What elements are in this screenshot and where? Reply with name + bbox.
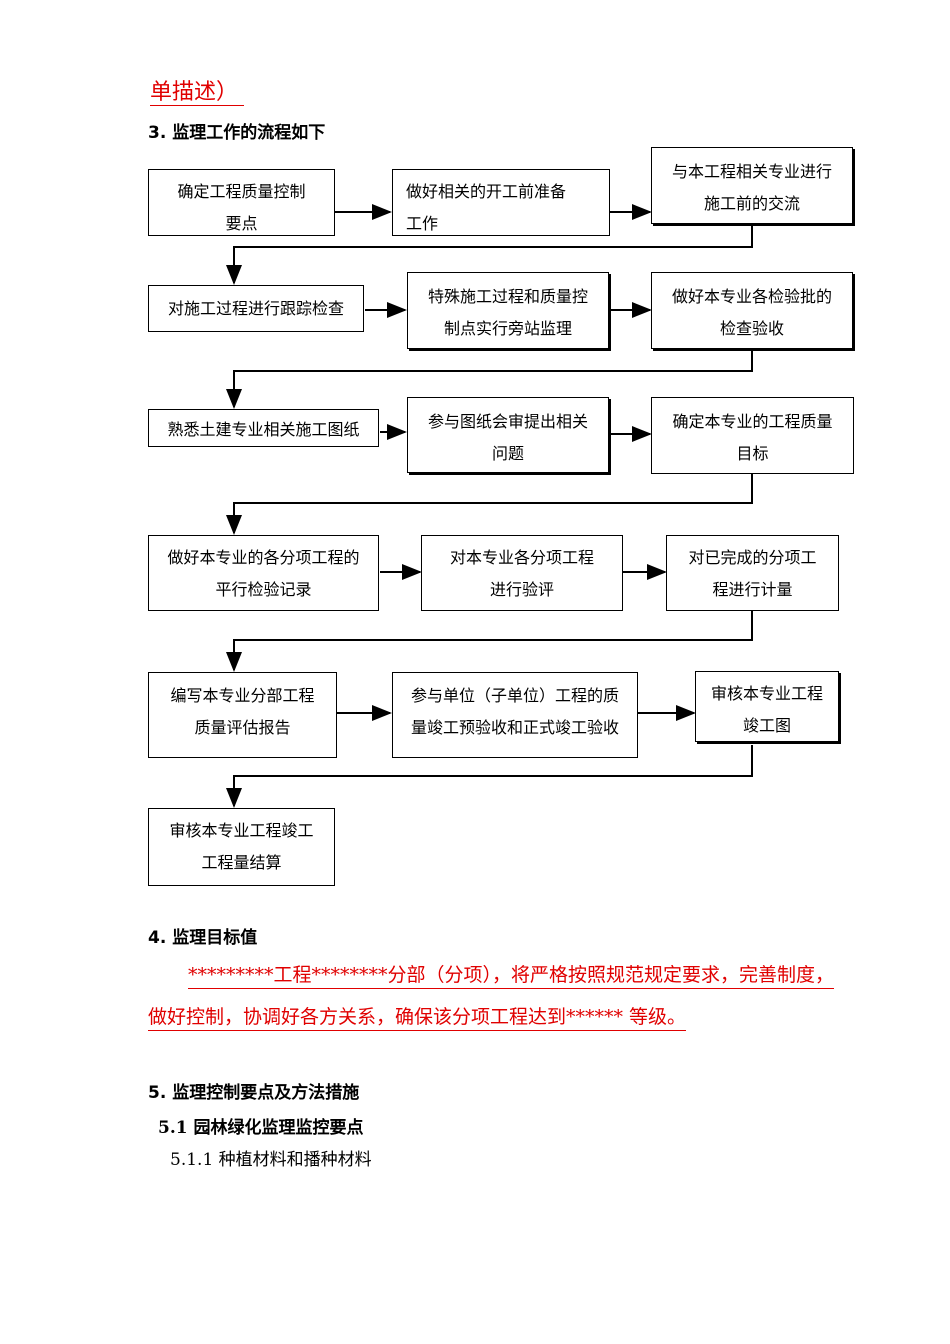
flow-box-text: 做好相关的开工前准备: [406, 182, 567, 201]
flow-box-text: 参与单位（子单位）工程的质: [410, 686, 619, 705]
section51-title: 5.1 园林绿化监理监控要点: [158, 1118, 364, 1138]
flow-box-text: 进行验评: [489, 580, 554, 599]
flow-box-text: 审核本专业工程竣工: [169, 821, 314, 840]
flow-box-text: 问题: [491, 444, 524, 463]
section4-title: 4. 监理目标值: [148, 928, 258, 948]
flow-box-6-1: 审核本专业工程竣工 工程量结算: [148, 808, 335, 886]
flow-box-text: 参与图纸会审提出相关: [427, 412, 588, 431]
flow-box-text: 审核本专业工程: [710, 684, 823, 703]
section5-title: 5. 监理控制要点及方法措施: [148, 1083, 360, 1103]
flow-box-text: 竣工图: [742, 716, 791, 735]
flow-box-3-2: 参与图纸会审提出相关 问题: [407, 397, 609, 473]
flow-box-text: 做好本专业的各分项工程的: [167, 548, 360, 567]
flow-box-4-3: 对已完成的分项工 程进行计量: [666, 535, 839, 611]
flow-box-text: 工程量结算: [201, 853, 282, 872]
flow-box-5-3: 审核本专业工程 竣工图: [695, 671, 839, 742]
flow-box-4-1: 做好本专业的各分项工程的 平行检验记录: [148, 535, 379, 611]
top-fragment-text: 单描述）: [150, 80, 245, 106]
flow-box-text: 编写本专业分部工程: [170, 686, 315, 705]
flow-box-text: 检查验收: [719, 319, 784, 338]
flow-box-2-3: 做好本专业各检验批的 检查验收: [651, 272, 853, 349]
flow-box-5-1: 编写本专业分部工程 质量评估报告: [148, 672, 337, 758]
flow-box-text: 做好本专业各检验批的: [671, 287, 832, 306]
flow-box-text: 要点: [225, 214, 258, 233]
flow-box-text: 程进行计量: [712, 580, 793, 599]
section3-title: 3. 监理工作的流程如下: [148, 123, 326, 143]
section4-paragraph-text-1: *********工程********分部（分项），将严格按照规范规定要求，完善…: [188, 964, 835, 989]
flow-box-text: 质量评估报告: [194, 718, 291, 737]
flow-box-2-1: 对施工过程进行跟踪检查: [148, 285, 364, 332]
flow-box-text: 对已完成的分项工: [688, 548, 817, 567]
flow-box-text: 施工前的交流: [703, 194, 800, 213]
flow-box-3-1: 熟悉土建专业相关施工图纸: [148, 409, 379, 447]
section4-paragraph-text-2: 做好控制，协调好各方关系，确保该分项工程达到****** 等级。: [148, 1006, 687, 1031]
section511-title: 5.1.1 种植材料和播种材料: [170, 1150, 372, 1170]
flow-box-text: 与本工程相关专业进行: [671, 162, 832, 181]
flow-box-5-2: 参与单位（子单位）工程的质 量竣工预验收和正式竣工验收: [392, 672, 638, 758]
flow-box-text: 特殊施工过程和质量控: [427, 287, 588, 306]
flow-box-text: 制点实行旁站监理: [443, 319, 572, 338]
flow-box-1-2: 做好相关的开工前准备 工作: [392, 169, 610, 236]
flow-box-text: 平行检验记录: [215, 580, 312, 599]
flow-box-text: 确定工程质量控制: [177, 182, 306, 201]
flow-box-text: 量竣工预验收和正式竣工验收: [410, 718, 619, 737]
flow-box-2-2: 特殊施工过程和质量控 制点实行旁站监理: [407, 272, 609, 349]
flow-box-4-2: 对本专业各分项工程 进行验评: [421, 535, 623, 611]
flow-box-text: 确定本专业的工程质量: [672, 412, 833, 431]
flow-box-text: 对施工过程进行跟踪检查: [167, 299, 344, 318]
flow-box-1-3: 与本工程相关专业进行 施工前的交流: [651, 147, 853, 224]
section4-paragraph-line2: 做好控制，协调好各方关系，确保该分项工程达到****** 等级。: [148, 996, 868, 1038]
flow-box-3-3: 确定本专业的工程质量 目标: [651, 397, 854, 474]
section4-paragraph-line1: *********工程********分部（分项），将严格按照规范规定要求，完善…: [148, 954, 868, 996]
flow-box-text: 工作: [406, 214, 439, 233]
flow-box-1-1: 确定工程质量控制 要点: [148, 169, 335, 236]
flow-box-text: 熟悉土建专业相关施工图纸: [167, 420, 360, 439]
flow-box-text: 目标: [736, 444, 769, 463]
flow-box-text: 对本专业各分项工程: [449, 548, 594, 567]
